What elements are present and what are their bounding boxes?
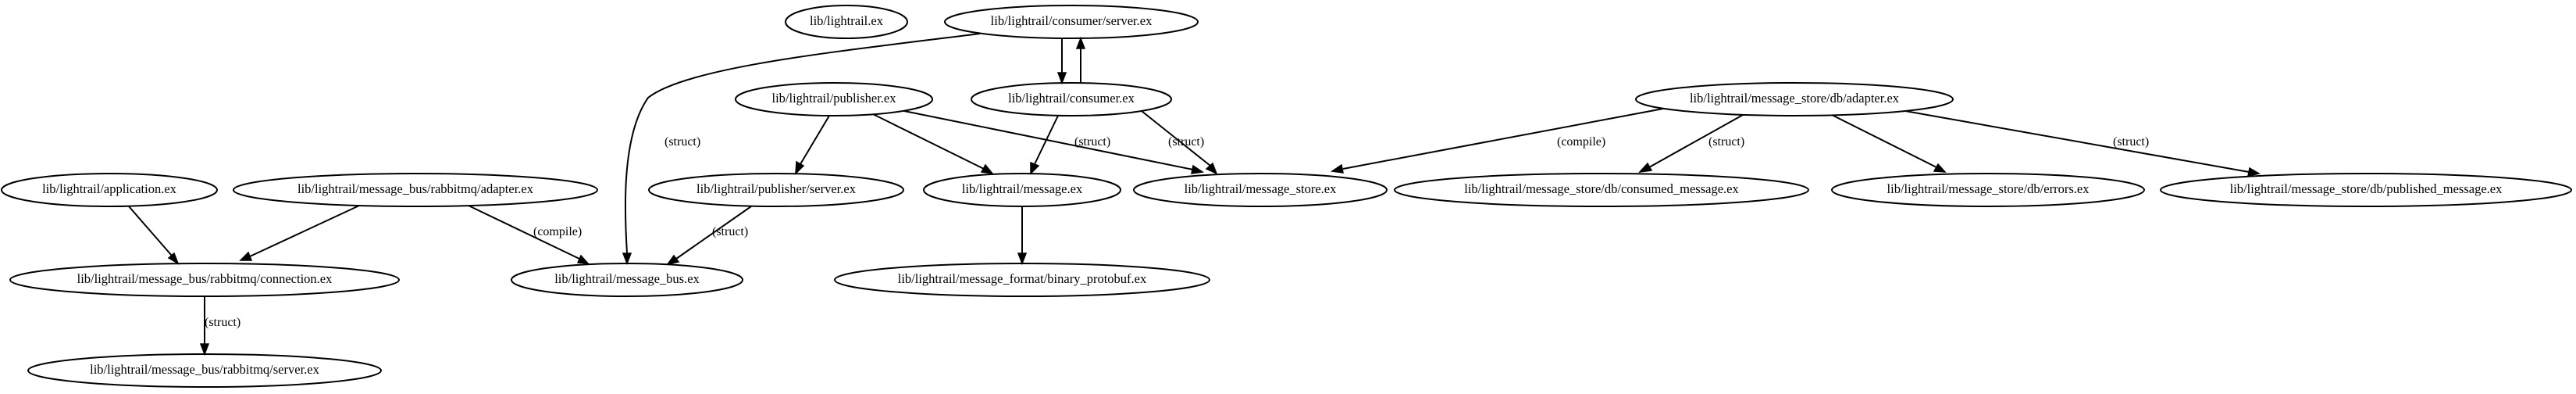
- edge-label-publisher-message-store: (struct): [1074, 135, 1110, 149]
- node-rabbitmq-connection: lib/lightrail/message_bus/rabbitmq/conne…: [9, 263, 400, 297]
- edge-label-db-adapter-message-store: (compile): [1557, 135, 1605, 149]
- edge-application-to-rabbitmq-connection: [128, 206, 180, 265]
- edge-db-adapter-to-message-store: (compile): [1330, 108, 1664, 174]
- node-db-errors: lib/lightrail/message_store/db/errors.ex: [1831, 173, 2145, 207]
- edge-consumer-to-consumer-server: [1075, 36, 1086, 83]
- node-label-db-errors: lib/lightrail/message_store/db/errors.ex: [1887, 181, 2090, 196]
- edge-label-rabbitmq-adapter-message-bus: (compile): [533, 225, 582, 238]
- node-publisher: lib/lightrail/publisher.ex: [735, 82, 933, 116]
- node-label-db-adapter: lib/lightrail/message_store/db/adapter.e…: [1690, 91, 1900, 106]
- node-publisher-server: lib/lightrail/publisher/server.ex: [648, 173, 904, 207]
- edge-label-consumer-message-store: (struct): [1168, 135, 1204, 149]
- edge-consumer-to-message: [1030, 115, 1059, 175]
- node-message: lib/lightrail/message.ex: [923, 173, 1121, 207]
- edge-db-adapter-to-published-message: (struct): [1904, 110, 2261, 177]
- node-application: lib/lightrail/application.ex: [1, 173, 218, 207]
- node-label-rabbitmq-connection: lib/lightrail/message_bus/rabbitmq/conne…: [77, 271, 333, 286]
- node-label-consumer-server: lib/lightrail/consumer/server.ex: [991, 13, 1153, 28]
- node-label-message-store: lib/lightrail/message_store.ex: [1185, 181, 1337, 196]
- edge-consumer-server-to-message-bus: (struct): [622, 33, 981, 266]
- node-label-rabbitmq-adapter: lib/lightrail/message_bus/rabbitmq/adapt…: [298, 181, 534, 196]
- edge-rabbitmq-adapter-to-message-bus: (compile): [468, 205, 590, 264]
- node-label-binary-protobuf: lib/lightrail/message_format/binary_prot…: [898, 271, 1147, 286]
- node-consumer-server: lib/lightrail/consumer/server.ex: [944, 5, 1199, 39]
- node-lightrail: lib/lightrail.ex: [785, 5, 908, 39]
- edge-rabbitmq-connection-to-rabbitmq-server: (struct): [199, 296, 240, 356]
- node-consumer: lib/lightrail/consumer.ex: [971, 82, 1172, 116]
- edge-label-db-adapter-published-message: (struct): [2113, 135, 2149, 149]
- node-db-adapter: lib/lightrail/message_store/db/adapter.e…: [1635, 82, 1954, 116]
- edge-consumer-to-message-store: (struct): [1141, 110, 1218, 175]
- node-label-application: lib/lightrail/application.ex: [42, 181, 177, 196]
- node-label-lightrail: lib/lightrail.ex: [810, 13, 884, 28]
- node-consumed-message: lib/lightrail/message_store/db/consumed_…: [1394, 173, 1809, 207]
- edge-label-publisher-server-message-bus: (struct): [712, 225, 748, 238]
- node-message-bus: lib/lightrail/message_bus.ex: [511, 263, 743, 297]
- edge-consumer-server-to-consumer: [1056, 38, 1067, 85]
- node-label-rabbitmq-server: lib/lightrail/message_bus/rabbitmq/serve…: [90, 362, 319, 377]
- node-binary-protobuf: lib/lightrail/message_format/binary_prot…: [834, 263, 1210, 297]
- edge-publisher-to-publisher-server: [795, 115, 830, 175]
- node-label-message: lib/lightrail/message.ex: [962, 181, 1083, 196]
- edge-label-consumer-server-message-bus: (struct): [664, 135, 700, 149]
- node-label-consumer: lib/lightrail/consumer.ex: [1008, 91, 1135, 106]
- edge-publisher-to-message-store: (struct): [903, 110, 1205, 174]
- node-rabbitmq-server: lib/lightrail/message_bus/rabbitmq/serve…: [27, 353, 382, 388]
- node-label-publisher-server: lib/lightrail/publisher/server.ex: [697, 181, 857, 196]
- edge-publisher-to-message: [872, 113, 994, 175]
- edge-label-db-adapter-consumed-message: (struct): [1708, 135, 1744, 149]
- node-rabbitmq-adapter: lib/lightrail/message_bus/rabbitmq/adapt…: [233, 173, 598, 207]
- edge-rabbitmq-adapter-to-rabbitmq-connection: [239, 205, 360, 261]
- node-label-published-message: lib/lightrail/message_store/db/published…: [2230, 181, 2503, 196]
- node-label-publisher: lib/lightrail/publisher.ex: [771, 91, 896, 106]
- edge-publisher-server-to-message-bus: (struct): [666, 206, 752, 266]
- node-published-message: lib/lightrail/message_store/db/published…: [2160, 173, 2572, 207]
- edge-message-to-binary-protobuf: [1017, 206, 1028, 266]
- edge-db-adapter-to-consumed-message: (struct): [1638, 114, 1744, 174]
- node-label-consumed-message: lib/lightrail/message_store/db/consumed_…: [1464, 181, 1739, 196]
- edge-db-adapter-to-db-errors: [1831, 114, 1947, 173]
- node-label-message-bus: lib/lightrail/message_bus.ex: [554, 271, 700, 286]
- edge-label-rabbitmq-connection-rabbitmq-server: (struct): [205, 316, 240, 329]
- node-message-store: lib/lightrail/message_store.ex: [1133, 173, 1388, 207]
